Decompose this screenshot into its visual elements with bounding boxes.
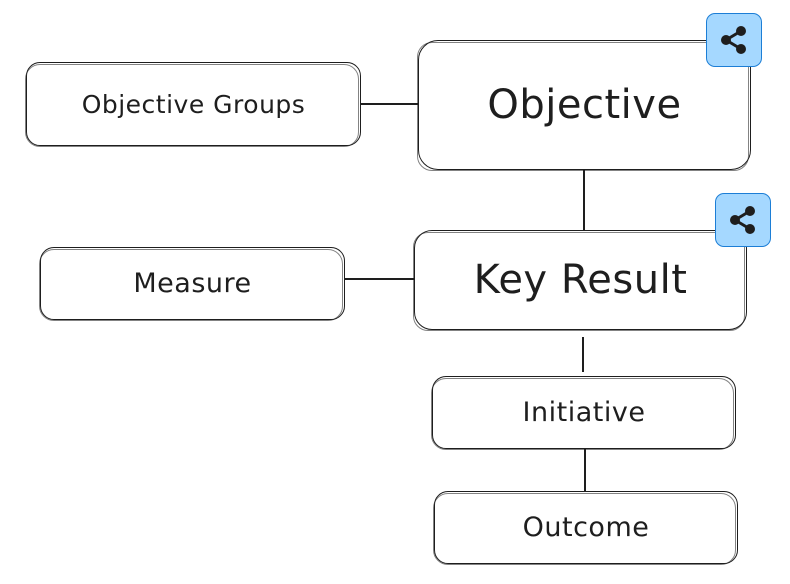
node-measure-label: Measure <box>133 268 252 299</box>
share-icon-glyph <box>730 206 755 234</box>
node-objective-label: Objective <box>487 82 682 128</box>
node-outcome-label: Outcome <box>522 512 650 543</box>
share-icon[interactable] <box>715 193 771 247</box>
node-objective-groups[interactable]: Objective Groups <box>25 62 361 147</box>
share-icon[interactable] <box>706 13 762 67</box>
node-objective-groups-label: Objective Groups <box>81 89 306 119</box>
node-initiative-label: Initiative <box>522 397 646 428</box>
node-key-result[interactable]: Key Result <box>413 230 747 331</box>
node-measure[interactable]: Measure <box>39 247 345 321</box>
node-objective[interactable]: Objective <box>417 40 751 171</box>
node-key-result-label: Key Result <box>473 257 688 303</box>
node-initiative[interactable]: Initiative <box>431 376 736 450</box>
share-icon-glyph <box>721 26 746 54</box>
node-outcome[interactable]: Outcome <box>433 491 738 565</box>
